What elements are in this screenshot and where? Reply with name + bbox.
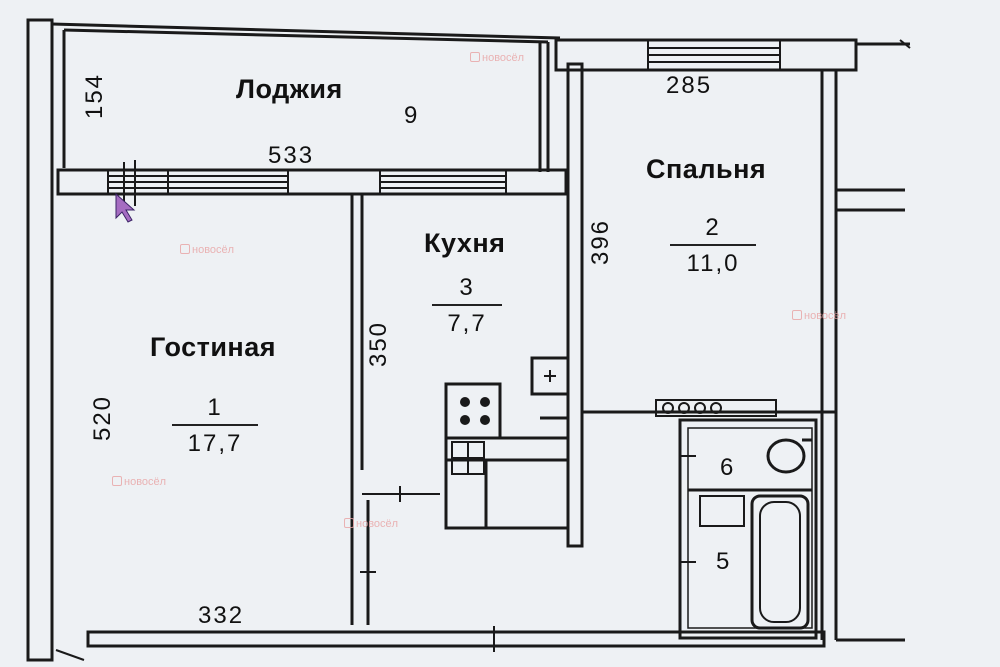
dimension-living-length: 520 <box>89 394 117 442</box>
watermark-icon <box>792 310 802 320</box>
dimension-loggia-width: 533 <box>268 142 315 169</box>
bathtub-icon <box>750 494 810 630</box>
bedroom-top-wall <box>554 38 858 72</box>
loggia-inner-wall <box>56 168 568 196</box>
watermark-icon <box>344 518 354 528</box>
room-number-bedroom: 2 <box>705 214 721 241</box>
watermark-text: новосёл <box>804 310 847 322</box>
room-area-bedroom: 2 11,0 <box>670 216 756 276</box>
watermark-text: новосёл <box>356 518 399 530</box>
toilet-icon <box>766 438 806 474</box>
sink-icon <box>544 370 556 382</box>
oven-grid-icon <box>451 441 485 475</box>
dimension-bedroom-width: 285 <box>666 72 713 99</box>
room-area-living: 1 17,7 <box>172 396 258 456</box>
kitchen-counter <box>444 356 570 530</box>
cursor-arrow-icon <box>115 192 136 223</box>
watermark-logo: новосёл <box>180 244 234 256</box>
stove-icon <box>460 397 490 425</box>
dimension-bedroom-length: 396 <box>587 218 615 266</box>
bathroom-wall <box>678 418 818 640</box>
watermark-icon <box>180 244 190 254</box>
watermark-logo: новосёл <box>112 476 166 488</box>
window-bedroom <box>647 40 781 70</box>
room-number-living: 1 <box>207 394 223 421</box>
room-area-kitchen: 3 7,7 <box>432 276 502 336</box>
bath-sink-icon <box>699 495 745 527</box>
room-area-value-living: 17,7 <box>172 424 258 456</box>
watermark-text: новосёл <box>192 244 235 256</box>
room-name-kitchen: Кухня <box>424 228 506 258</box>
watermark-logo: новосёл <box>470 52 524 64</box>
window-loggia-1 <box>107 160 289 206</box>
radiator-icon <box>655 399 777 417</box>
room-name-living: Гостиная <box>150 332 277 362</box>
watermark-text: новосёл <box>482 52 525 64</box>
watermark-logo: новосёл <box>792 310 846 322</box>
watermark-icon <box>470 52 480 62</box>
room-area-value-kitchen: 7,7 <box>432 304 502 336</box>
dimension-kitchen-length: 350 <box>365 320 393 368</box>
outer-wall-bottom <box>86 630 826 648</box>
dimension-living-width: 332 <box>198 602 245 629</box>
kitchen-bedroom-wall <box>566 62 584 548</box>
watermark-text: новосёл <box>124 476 167 488</box>
room-area-value-bedroom: 11,0 <box>670 244 756 276</box>
watermark-icon <box>112 476 122 486</box>
room-number-toilet: 5 <box>716 548 732 575</box>
room-number-kitchen: 3 <box>459 274 475 301</box>
outer-wall-left <box>26 18 54 662</box>
room-name-bedroom: Спальня <box>646 154 767 184</box>
dimension-loggia-depth: 154 <box>81 72 109 120</box>
watermark-logo: новосёл <box>344 518 398 530</box>
room-number-bathroom: 6 <box>720 454 736 481</box>
room-name-loggia: Лоджия <box>236 74 343 104</box>
room-number-loggia: 9 <box>404 102 420 129</box>
loggia-top-wall <box>51 22 561 40</box>
window-loggia-2 <box>379 170 507 194</box>
